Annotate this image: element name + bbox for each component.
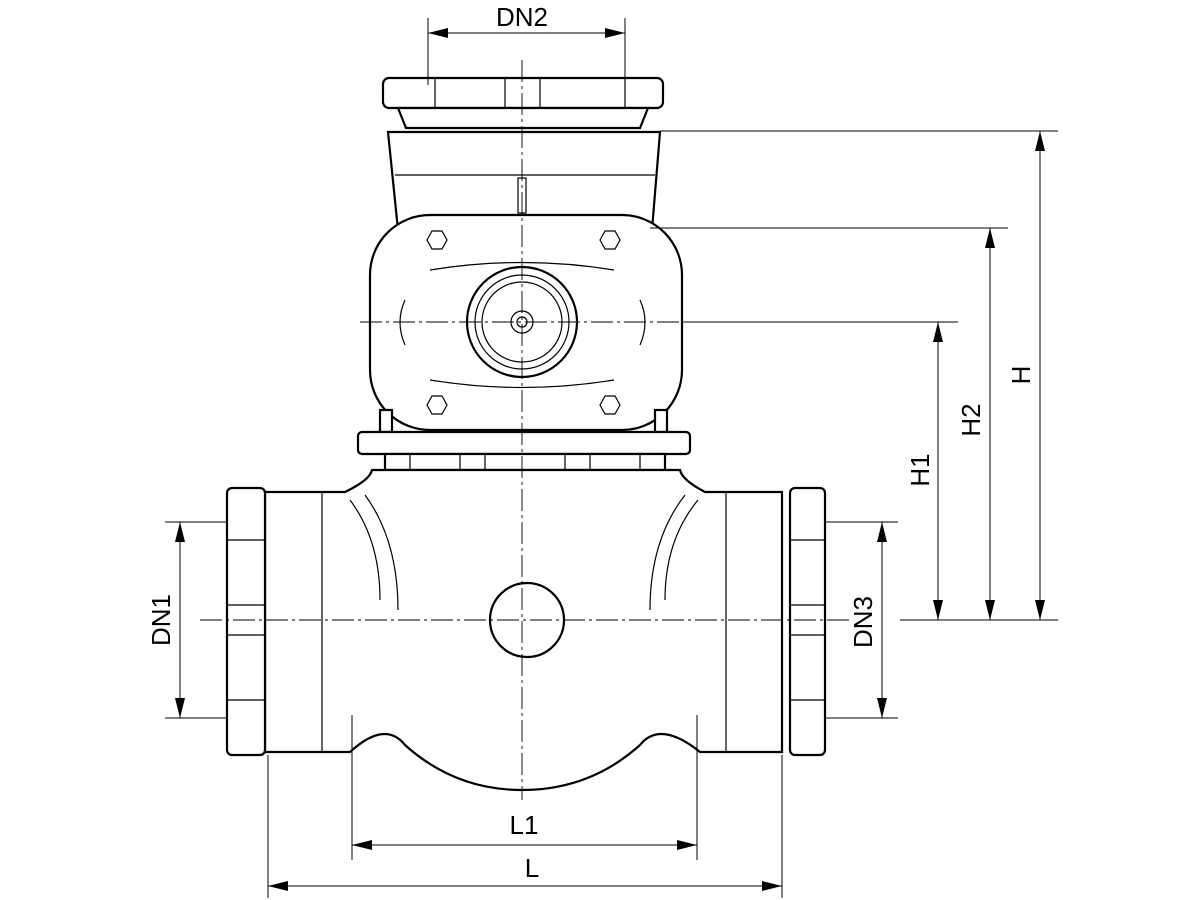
- dim-dn1-label: DN1: [146, 594, 176, 646]
- right-union-nut: [788, 486, 827, 757]
- dim-dn3-label: DN3: [848, 596, 878, 648]
- dim-l1-label: L1: [510, 810, 539, 840]
- dim-dn2-label: DN2: [496, 2, 548, 32]
- top-union-nut: [381, 76, 665, 130]
- center-lines: [200, 60, 850, 800]
- hex-bolt-icon: [426, 230, 621, 415]
- valve-body: [263, 468, 784, 792]
- valve-bonnet: [368, 213, 684, 432]
- left-union-nut: [225, 486, 267, 757]
- dimension-lines: [175, 28, 1045, 891]
- dim-h2-label: H2: [956, 403, 986, 436]
- extension-lines: [165, 18, 1058, 898]
- flange-plate: [356, 408, 692, 472]
- dim-l-label: L: [525, 853, 539, 883]
- dim-h-label: H: [1006, 366, 1036, 385]
- dim-h1-label: H1: [905, 453, 935, 486]
